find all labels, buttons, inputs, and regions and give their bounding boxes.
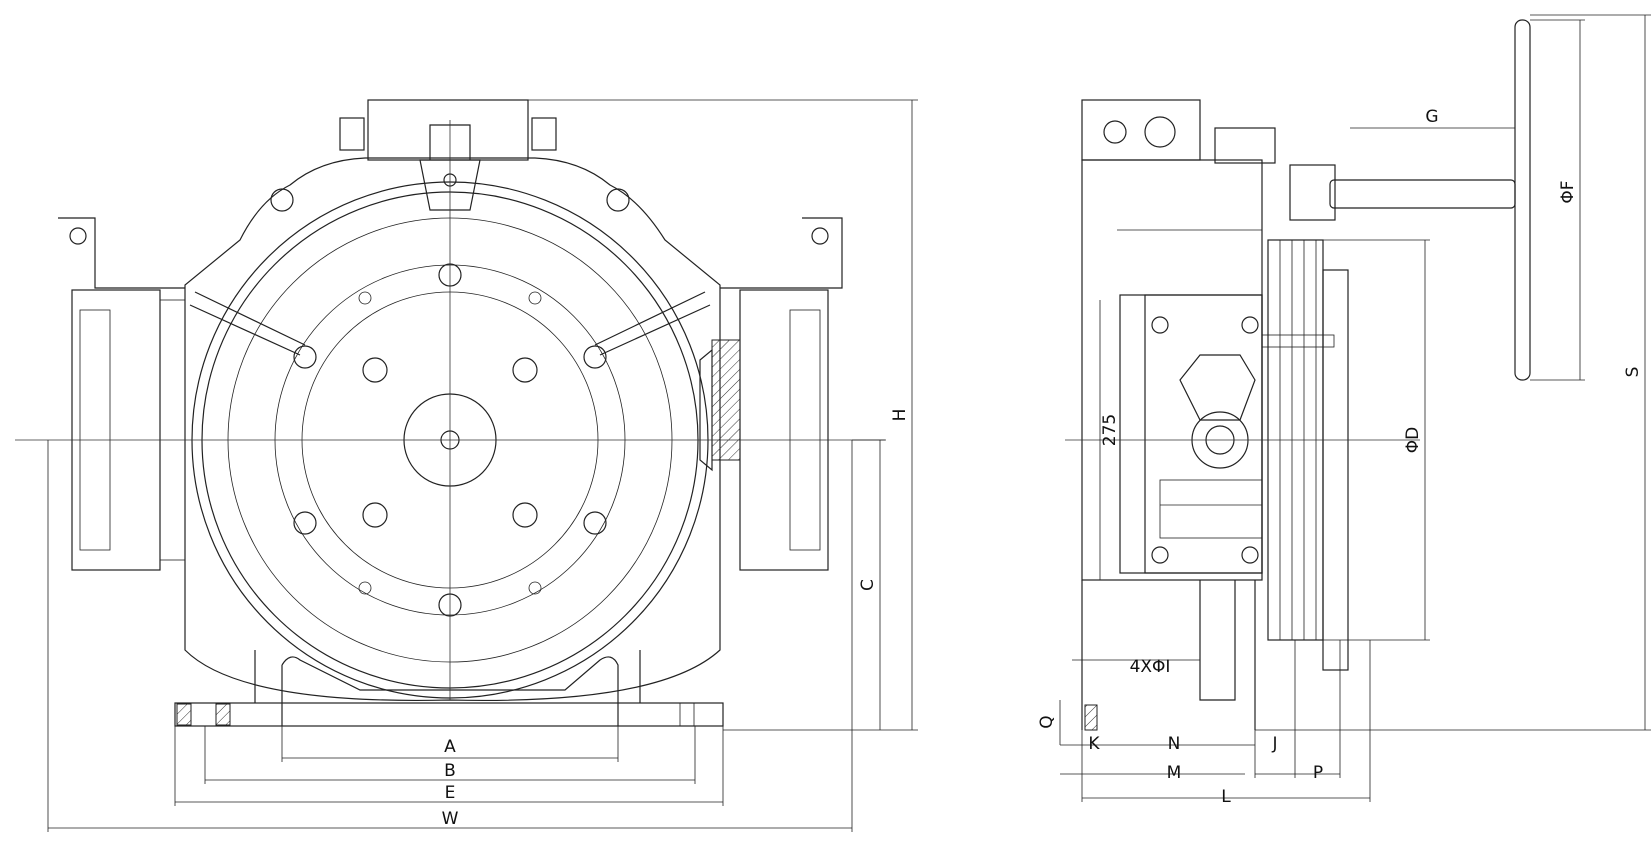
base-hatch-left2 bbox=[215, 703, 231, 726]
dim-label-M: M bbox=[1167, 763, 1182, 783]
brake-arms bbox=[189, 291, 711, 356]
nameplate bbox=[1159, 479, 1263, 539]
handwheel bbox=[1514, 19, 1531, 381]
side-band bbox=[1261, 334, 1335, 348]
dim-label-A: A bbox=[444, 737, 456, 757]
side-brackets bbox=[58, 217, 843, 289]
dim-label-phiD: ΦD bbox=[1403, 427, 1423, 453]
side-view: G ΦF S ΦD 275 4XΦI Q K N J M P L bbox=[1037, 14, 1651, 807]
dim-label-B: B bbox=[444, 761, 456, 781]
front-view: A B E W H C bbox=[15, 99, 918, 832]
brake-left-inner bbox=[79, 309, 111, 551]
brake-right-inner bbox=[789, 309, 821, 551]
base-hatch-left bbox=[176, 703, 192, 726]
terminal-box bbox=[367, 99, 529, 161]
dim-label-P: P bbox=[1313, 763, 1323, 783]
base-right-block bbox=[679, 702, 695, 727]
cable-gland-right bbox=[531, 117, 557, 151]
brake-section bbox=[699, 348, 713, 472]
brake-left-arm bbox=[159, 299, 186, 561]
dim-label-W: W bbox=[442, 809, 459, 829]
front-dimensions bbox=[47, 99, 918, 832]
shaft-coupling bbox=[1289, 164, 1336, 221]
motor-housing bbox=[184, 157, 721, 701]
housing-hole-left bbox=[270, 188, 294, 212]
lower-housing bbox=[254, 650, 641, 726]
side-brake-disc bbox=[1322, 269, 1349, 671]
plate-screws bbox=[1151, 316, 1259, 564]
dim-label-E: E bbox=[445, 783, 456, 803]
dim-label-G: G bbox=[1425, 107, 1438, 127]
side-foot-hatch bbox=[1084, 704, 1098, 731]
dim-label-phiF: ΦF bbox=[1558, 180, 1578, 203]
dim-label-J: J bbox=[1271, 734, 1277, 754]
dim-label-275: 275 bbox=[1100, 414, 1120, 446]
side-gland-1 bbox=[1103, 120, 1127, 144]
dim-label-N: N bbox=[1168, 734, 1181, 754]
dim-label-K: K bbox=[1088, 734, 1100, 754]
encoder-plate bbox=[1119, 294, 1263, 574]
handwheel-shaft bbox=[1329, 179, 1516, 209]
side-terminal-box bbox=[1081, 99, 1201, 161]
side-top-block bbox=[1214, 127, 1276, 164]
dim-label-L: L bbox=[1221, 787, 1231, 807]
dim-label-Q: Q bbox=[1037, 715, 1057, 728]
side-feet bbox=[1081, 580, 1256, 730]
brake-right bbox=[739, 289, 829, 571]
base-plate bbox=[174, 702, 724, 727]
side-dimensions bbox=[1059, 14, 1651, 802]
dim-label-C: C bbox=[858, 579, 878, 591]
cable-gland-left bbox=[339, 117, 365, 151]
dim-label-S: S bbox=[1623, 367, 1643, 378]
bracket-bolt-left bbox=[69, 227, 87, 245]
side-housing bbox=[1081, 159, 1263, 581]
brake-left bbox=[71, 289, 161, 571]
side-gland-2 bbox=[1144, 116, 1176, 148]
dim-label-H: H bbox=[890, 409, 910, 422]
brake-section-hatch bbox=[711, 339, 741, 461]
housing-hole-right bbox=[606, 188, 630, 212]
encoder-plate-inner bbox=[1144, 294, 1263, 574]
bracket-bolt-right bbox=[811, 227, 829, 245]
dim-label-holes: 4XΦI bbox=[1130, 657, 1171, 677]
encoder-bracket bbox=[1179, 354, 1256, 421]
